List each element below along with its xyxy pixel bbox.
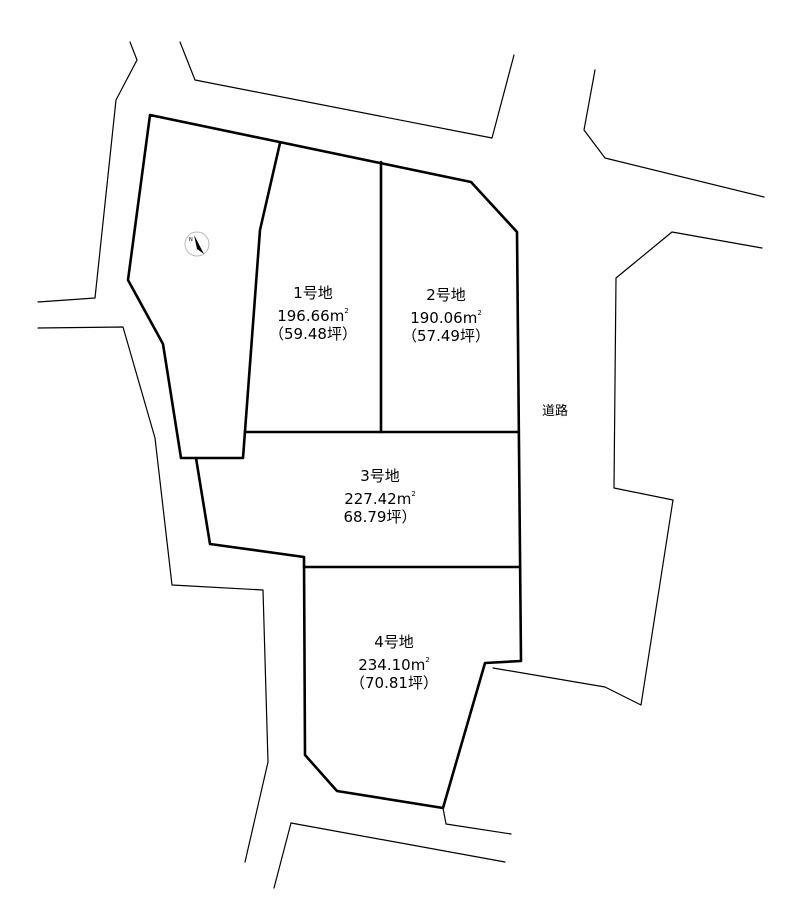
lot-3-area-tsubo: 68.79坪） xyxy=(343,508,417,526)
lot-2-name: 2号地 xyxy=(426,286,466,304)
lot-1-area-tsubo: （59.48坪） xyxy=(269,325,357,343)
lot-4-label: 4号地 234.10m2 （70.81坪） xyxy=(314,633,474,692)
lot-boundary-west-1 xyxy=(194,141,282,460)
compass-rose: N xyxy=(184,231,210,257)
lot-1-label: 1号地 196.66m2 （59.48坪） xyxy=(233,284,393,343)
lot-4-area-sqm: 234.10m2 xyxy=(358,656,430,674)
north-arrow-icon xyxy=(194,235,204,254)
lot-4-area-tsubo: （70.81坪） xyxy=(350,674,438,692)
lot-3-name: 3号地 xyxy=(360,467,400,485)
lot-1-name: 1号地 xyxy=(293,284,333,302)
lot-4-name: 4号地 xyxy=(374,633,414,651)
lot-2-label: 2号地 190.06m2 （57.49坪） xyxy=(366,286,526,345)
lot-2-area-tsubo: （57.49坪） xyxy=(402,327,490,345)
lot-3-label: 3号地 227.42m2 68.79坪） xyxy=(300,467,460,526)
lot-2-area-sqm: 190.06m2 xyxy=(410,309,482,327)
subject-site-boundaries xyxy=(126,113,523,810)
site-outline xyxy=(126,113,523,810)
lot-3-area-sqm: 227.42m2 xyxy=(344,490,416,508)
surrounding-parcel-lines xyxy=(37,41,765,889)
lot-1-area-sqm: 196.66m2 xyxy=(277,307,349,325)
road-label: 道路 xyxy=(542,404,569,419)
compass-north-letter: N xyxy=(189,237,193,243)
